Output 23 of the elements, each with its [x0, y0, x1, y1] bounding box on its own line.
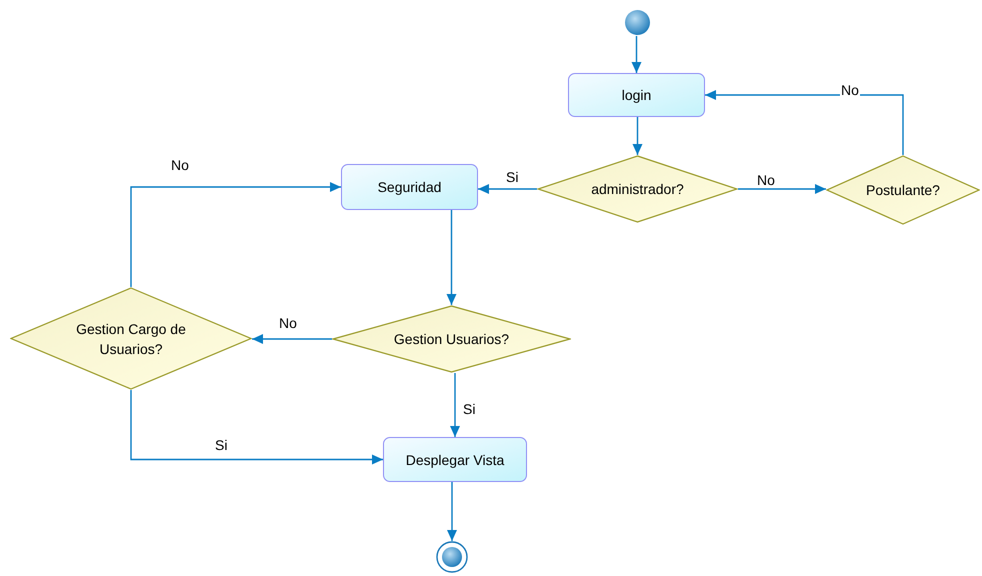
node-label: administrador? — [591, 180, 684, 199]
node-label: login — [620, 86, 652, 105]
node-label: Postulante? — [866, 181, 940, 200]
edge-label: Si — [214, 438, 228, 452]
edge-label: Si — [462, 402, 476, 416]
initial-node — [624, 9, 651, 36]
edge-label: No — [278, 316, 298, 330]
decision-diamond — [537, 155, 738, 223]
node-label: Gestion Usuarios? — [394, 330, 510, 349]
activity-box — [568, 73, 705, 117]
activity-box — [341, 164, 478, 210]
decision-diamond — [10, 287, 252, 390]
edge-label: No — [756, 173, 776, 187]
node-label: Desplegar Vista — [404, 450, 506, 470]
activity-box — [383, 437, 527, 482]
node-label: Gestion Cargo de Usuarios? — [75, 320, 187, 358]
edge-label: No — [170, 158, 190, 172]
node-label: Seguridad — [376, 178, 442, 197]
decision-diamond — [332, 305, 571, 373]
edge-label: Si — [505, 170, 520, 184]
edge-label: No — [840, 83, 860, 97]
decision-diamond — [826, 155, 980, 225]
final-node — [436, 541, 468, 573]
